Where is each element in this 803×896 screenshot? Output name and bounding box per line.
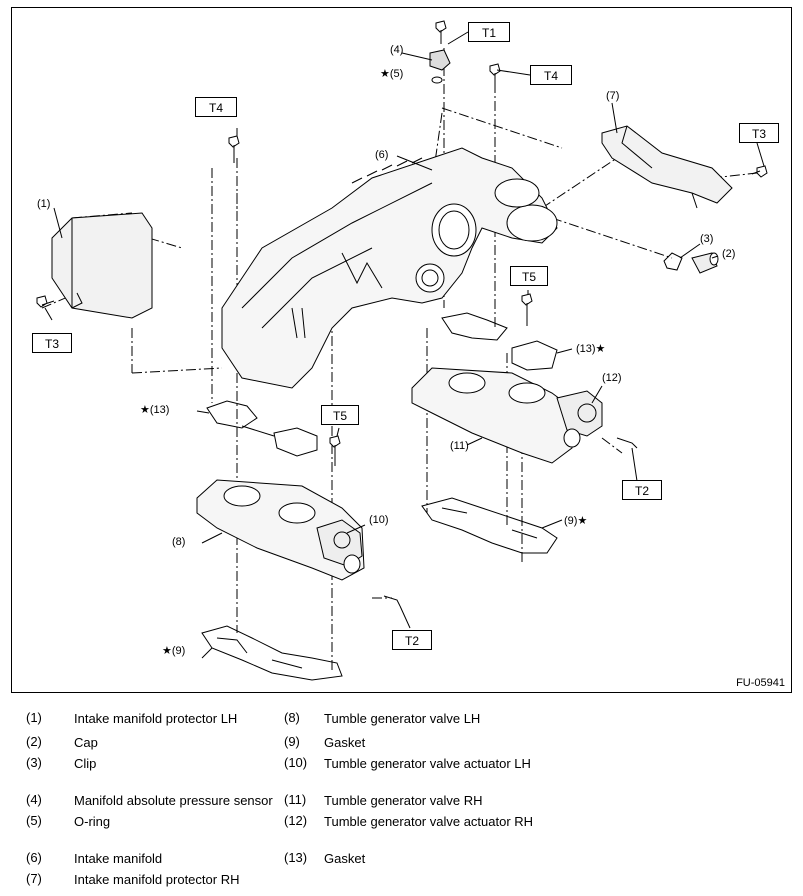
legend-num: (6) [26, 850, 42, 865]
legend-text: Intake manifold [74, 851, 163, 866]
torque-label-t2-left: T2 [392, 630, 432, 650]
legend-num: (3) [26, 755, 42, 770]
callout-7: (7) [606, 90, 620, 102]
callout-8: (8) [172, 536, 186, 548]
callout-9-left: ★(9) [162, 645, 186, 657]
legend-num: (7) [26, 871, 42, 886]
legend-text: O-ring [74, 814, 111, 829]
callout-4: (4) [390, 44, 404, 56]
callout-11: (11) [450, 440, 469, 452]
legend-num: (2) [26, 734, 42, 749]
legend-num: (10) [284, 755, 308, 770]
legend-text: Gasket [324, 735, 366, 750]
legend-num: (4) [26, 792, 42, 807]
legend-num: (5) [26, 813, 42, 828]
callout-3: (3) [700, 233, 714, 245]
callout-1: (1) [37, 198, 51, 210]
torque-label-t5-left: T5 [321, 405, 359, 425]
legend-text: Tumble generator valve actuator RH [324, 814, 534, 829]
torque-label-t1: T1 [468, 22, 510, 42]
legend-text: Manifold absolute pressure sensor [74, 793, 273, 808]
torque-label-t3-right: T3 [739, 123, 779, 143]
callout-12: (12) [602, 372, 622, 384]
legend-num: (8) [284, 710, 300, 725]
callout-6: (6) [375, 149, 389, 161]
torque-label-t4-top: T4 [530, 65, 572, 85]
legend-text: Clip [74, 756, 97, 771]
callout-13-right: (13)★ [576, 343, 606, 355]
legend-num: (1) [26, 710, 42, 725]
legend-num: (11) [284, 792, 307, 807]
legend-text: Tumble generator valve actuator LH [324, 756, 531, 771]
exploded-diagram: T1 T4 T4 T3 T3 T5 T5 T2 T2 (1) (2) (3) (… [11, 7, 792, 693]
legend-text: Tumble generator valve RH [324, 793, 483, 808]
callout-9-right: (9)★ [564, 515, 588, 527]
torque-label-t3-left: T3 [32, 333, 72, 353]
callout-5: ★(5) [380, 68, 404, 80]
torque-label-t5-right: T5 [510, 266, 548, 286]
torque-label-t4-left: T4 [195, 97, 237, 117]
legend-text: Intake manifold protector LH [74, 711, 238, 726]
callout-10: (10) [369, 514, 389, 526]
torque-label-t2-right: T2 [622, 480, 662, 500]
legend-text: Tumble generator valve LH [324, 711, 481, 726]
legend-num: (12) [284, 813, 308, 828]
callout-13-left: ★(13) [140, 404, 170, 416]
legend-num: (9) [284, 734, 300, 749]
legend-text: Cap [74, 735, 98, 750]
figure-id: FU-05941 [736, 677, 785, 689]
legend-text: Intake manifold protector RH [74, 872, 240, 887]
diagram-drawing [36, 20, 768, 681]
callout-2: (2) [722, 248, 736, 260]
legend-num: (13) [284, 850, 308, 865]
legend-text: Gasket [324, 851, 366, 866]
